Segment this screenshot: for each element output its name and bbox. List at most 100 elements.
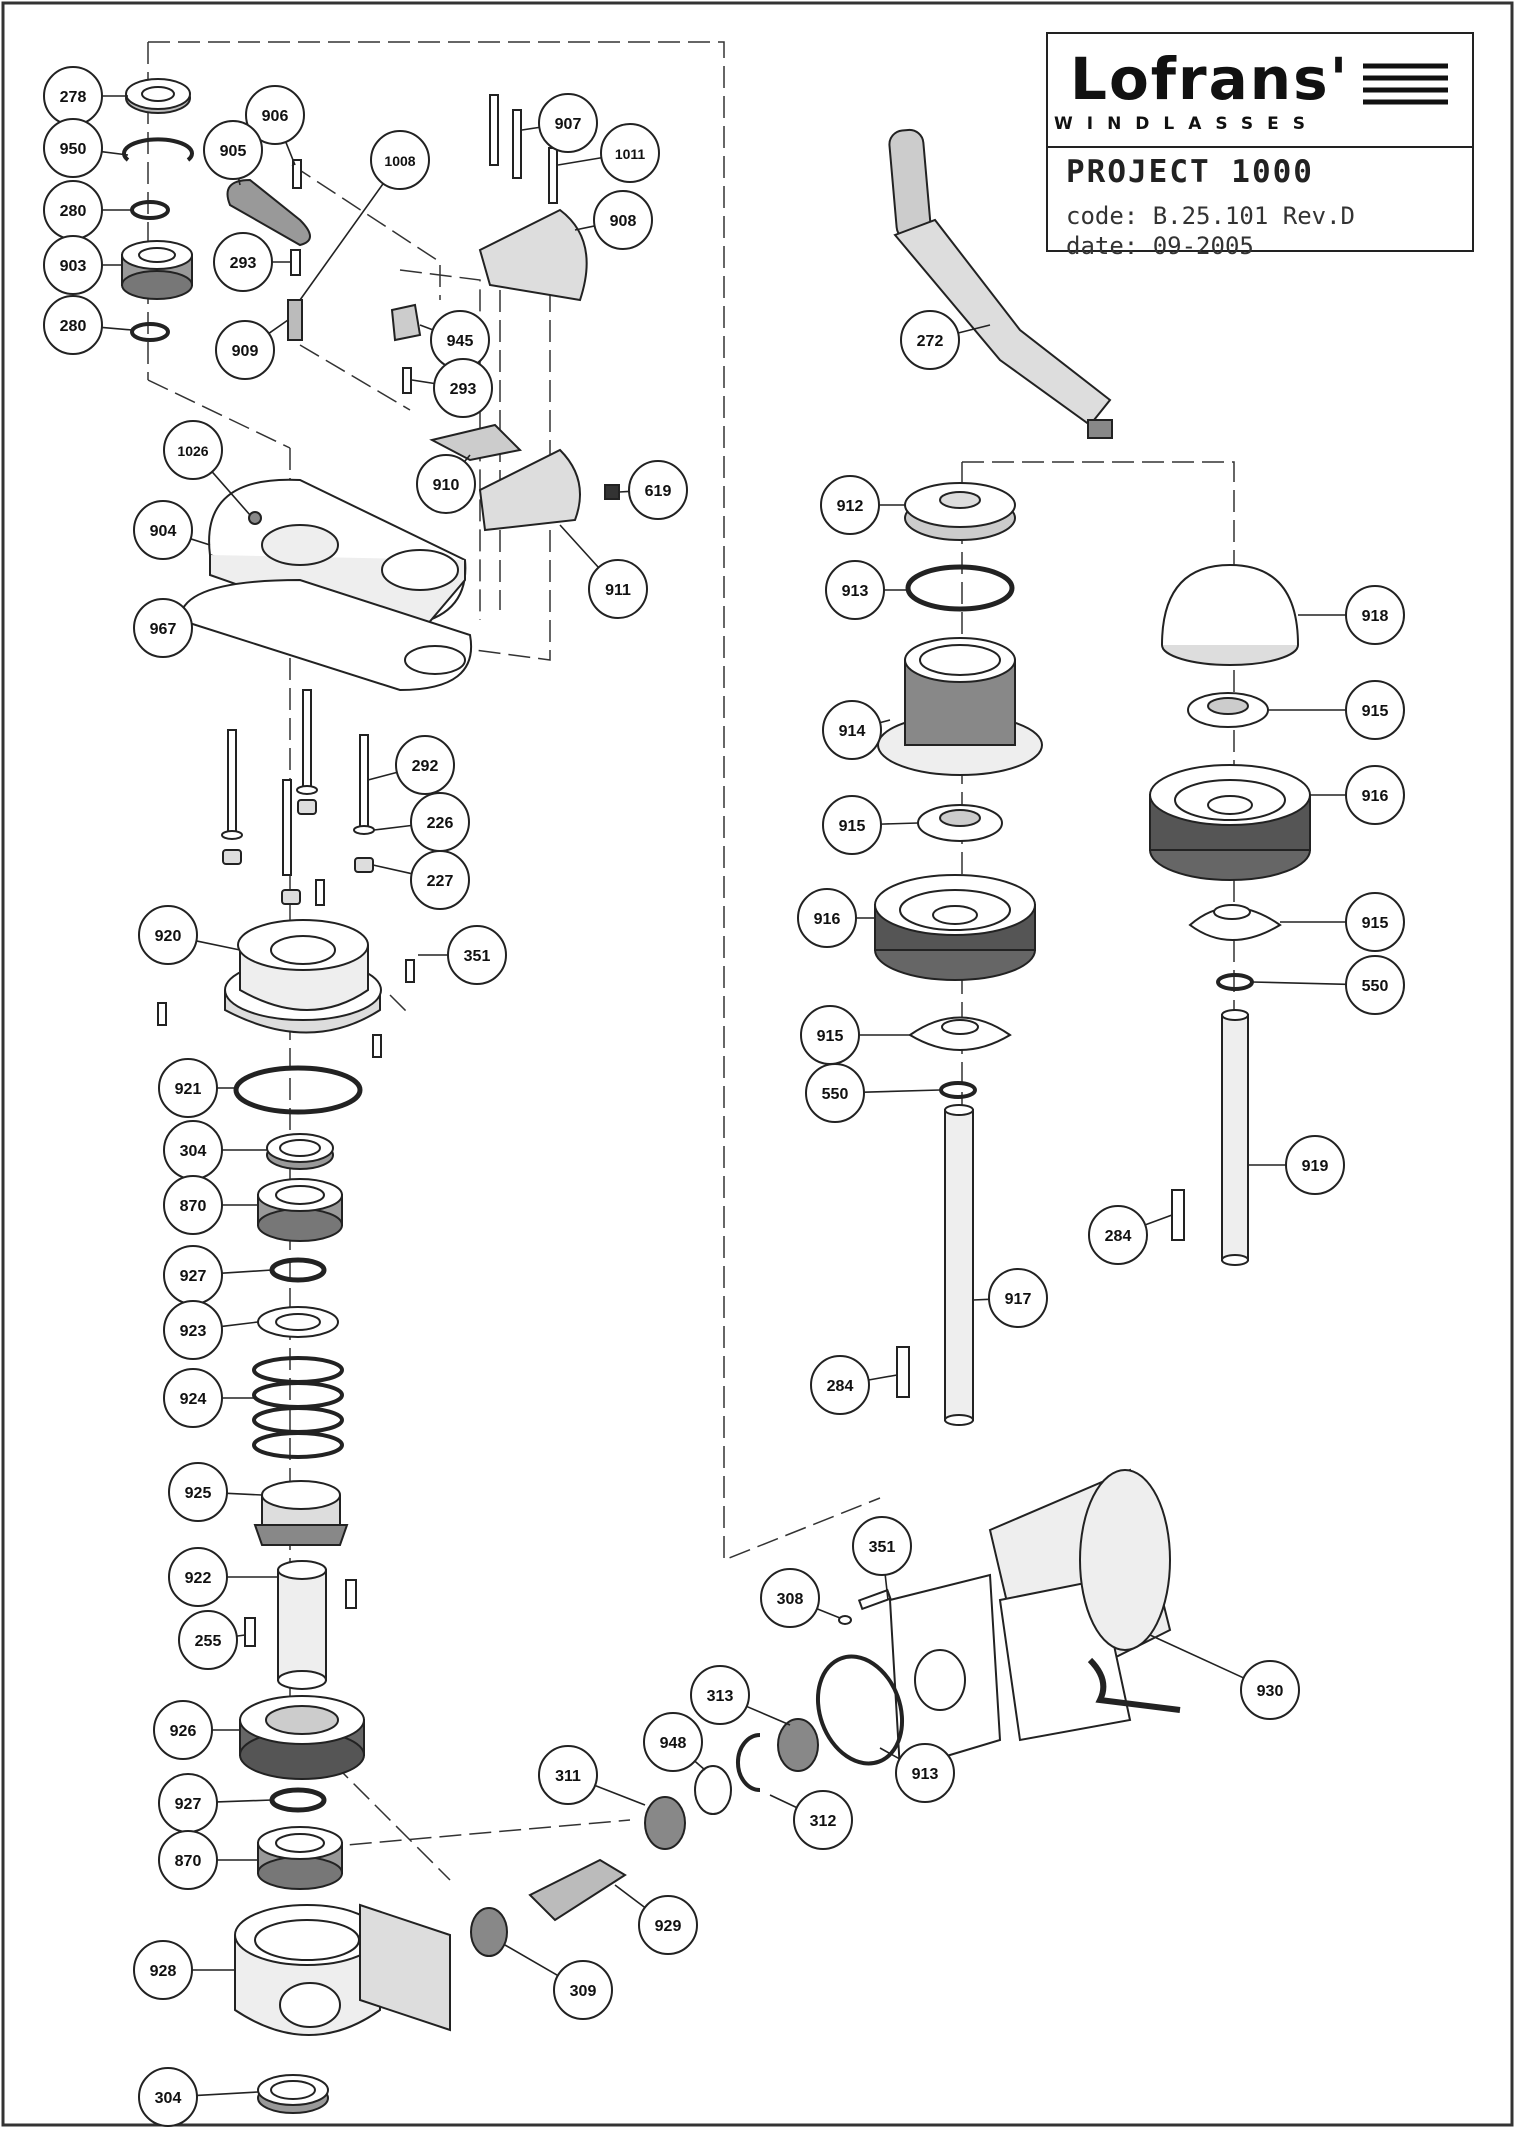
balloon-911: 911	[560, 525, 647, 618]
leader-line	[619, 491, 629, 492]
part-929-worm-shaft	[530, 1860, 625, 1920]
part-921-oring	[236, 1068, 360, 1112]
balloon-903: 903	[44, 236, 122, 294]
part-909-spring	[288, 300, 302, 340]
balloon-label: 619	[645, 483, 672, 500]
balloon-919: 919	[1248, 1136, 1344, 1194]
leader-line	[374, 825, 411, 830]
leader-line	[560, 525, 599, 568]
part-304-seal-upper	[267, 1134, 333, 1169]
leader-line	[522, 127, 539, 130]
balloon-916: 916	[1310, 766, 1404, 824]
part-870-bearing-lower	[258, 1827, 342, 1889]
balloon-910: 910	[417, 455, 475, 513]
leader-line	[880, 720, 890, 723]
balloon-948: 948	[644, 1713, 705, 1771]
part-925-cone	[255, 1481, 347, 1545]
balloon-label: 919	[1302, 1158, 1329, 1175]
balloon-293: 293	[412, 359, 492, 417]
leader-line	[222, 1270, 272, 1273]
balloon-label: 351	[464, 948, 491, 965]
balloon-928: 928	[134, 1941, 235, 1999]
part-913-oring-upper	[908, 567, 1012, 609]
balloon-1026: 1026	[164, 421, 250, 515]
balloon-226: 226	[374, 793, 469, 851]
part-293-screw-b	[403, 368, 411, 393]
balloon-292: 292	[368, 736, 454, 794]
brand-name: Lofrans'	[1070, 44, 1349, 114]
balloon-label: 929	[655, 1918, 682, 1935]
leader-line	[1150, 1635, 1244, 1678]
balloon-label: 870	[180, 1198, 207, 1215]
balloon-label: 313	[707, 1688, 734, 1705]
balloon-label: 311	[555, 1768, 581, 1785]
leader-line	[227, 1493, 262, 1495]
balloon-915: 915	[1280, 893, 1404, 951]
balloon-label: 915	[839, 818, 866, 835]
balloon-915: 915	[823, 796, 918, 854]
balloon-label: 907	[555, 116, 582, 133]
leader-line	[197, 2092, 258, 2095]
balloon-label: 227	[427, 873, 454, 890]
part-284-key-a	[897, 1347, 909, 1397]
balloon-label: 904	[150, 523, 177, 540]
balloon-label: 923	[180, 1323, 207, 1340]
leader-line	[420, 325, 433, 330]
balloon-916: 916	[798, 889, 875, 947]
balloon-label: 924	[180, 1391, 207, 1408]
leader-line	[286, 142, 295, 165]
balloon-label: 278	[60, 89, 87, 106]
code-line: code: B.25.101 Rev.D	[1066, 202, 1355, 230]
part-950-circlip	[124, 139, 192, 160]
date-label: date:	[1066, 232, 1138, 260]
balloon-929: 929	[615, 1885, 697, 1954]
leader-line	[196, 941, 240, 950]
leader-line	[412, 380, 434, 384]
leader-line	[269, 320, 288, 333]
balloon-label: 272	[917, 333, 944, 350]
balloon-284: 284	[811, 1356, 897, 1414]
part-918-cap	[1162, 565, 1298, 665]
balloon-label: 870	[175, 1853, 202, 1870]
balloon-label: 914	[839, 723, 866, 740]
balloon-label: 304	[155, 2090, 182, 2107]
balloon-label: 945	[447, 333, 474, 350]
balloon-label: 921	[175, 1081, 202, 1098]
part-284-key-b	[1172, 1190, 1184, 1240]
part-870-bearing-upper	[258, 1179, 342, 1241]
leader-line	[817, 1609, 840, 1618]
part-926-gear	[240, 1696, 364, 1779]
part-927-ring-lower	[272, 1790, 324, 1810]
part-927-ring-upper	[272, 1260, 324, 1280]
part-916-gypsy-a	[875, 875, 1035, 980]
balloon-label: 926	[170, 1723, 197, 1740]
part-908-bracket	[480, 210, 587, 300]
balloon-311: 311	[539, 1746, 645, 1805]
balloon-1008: 1008	[300, 131, 429, 300]
leader-line	[770, 1795, 797, 1808]
leader-line	[237, 1635, 245, 1636]
balloon-915: 915	[801, 1006, 910, 1064]
balloon-label: 915	[817, 1028, 844, 1045]
balloon-870: 870	[159, 1831, 258, 1889]
part-920-housing	[225, 920, 381, 1033]
part-928-gearbox	[235, 1905, 450, 2035]
balloon-304: 304	[139, 2068, 258, 2126]
balloon-926: 926	[154, 1701, 240, 1759]
balloon-909: 909	[216, 320, 288, 379]
part-308-washer	[839, 1616, 851, 1624]
balloon-label: 284	[1105, 1228, 1132, 1245]
balloon-308: 308	[761, 1569, 840, 1627]
balloon-label: 293	[450, 381, 477, 398]
part-912-cap	[905, 483, 1015, 540]
date-value: 09-2005	[1153, 232, 1254, 260]
balloon-label: 918	[1362, 608, 1389, 625]
part-550-ring-a	[941, 1083, 975, 1097]
leader-line	[300, 184, 383, 300]
balloon-312: 312	[770, 1791, 852, 1849]
balloon-label: 905	[220, 143, 247, 160]
balloon-313: 313	[691, 1666, 790, 1725]
balloon-label: 293	[230, 255, 257, 272]
part-916-gypsy-b	[1150, 765, 1310, 880]
balloon-label: 550	[1362, 978, 1389, 995]
